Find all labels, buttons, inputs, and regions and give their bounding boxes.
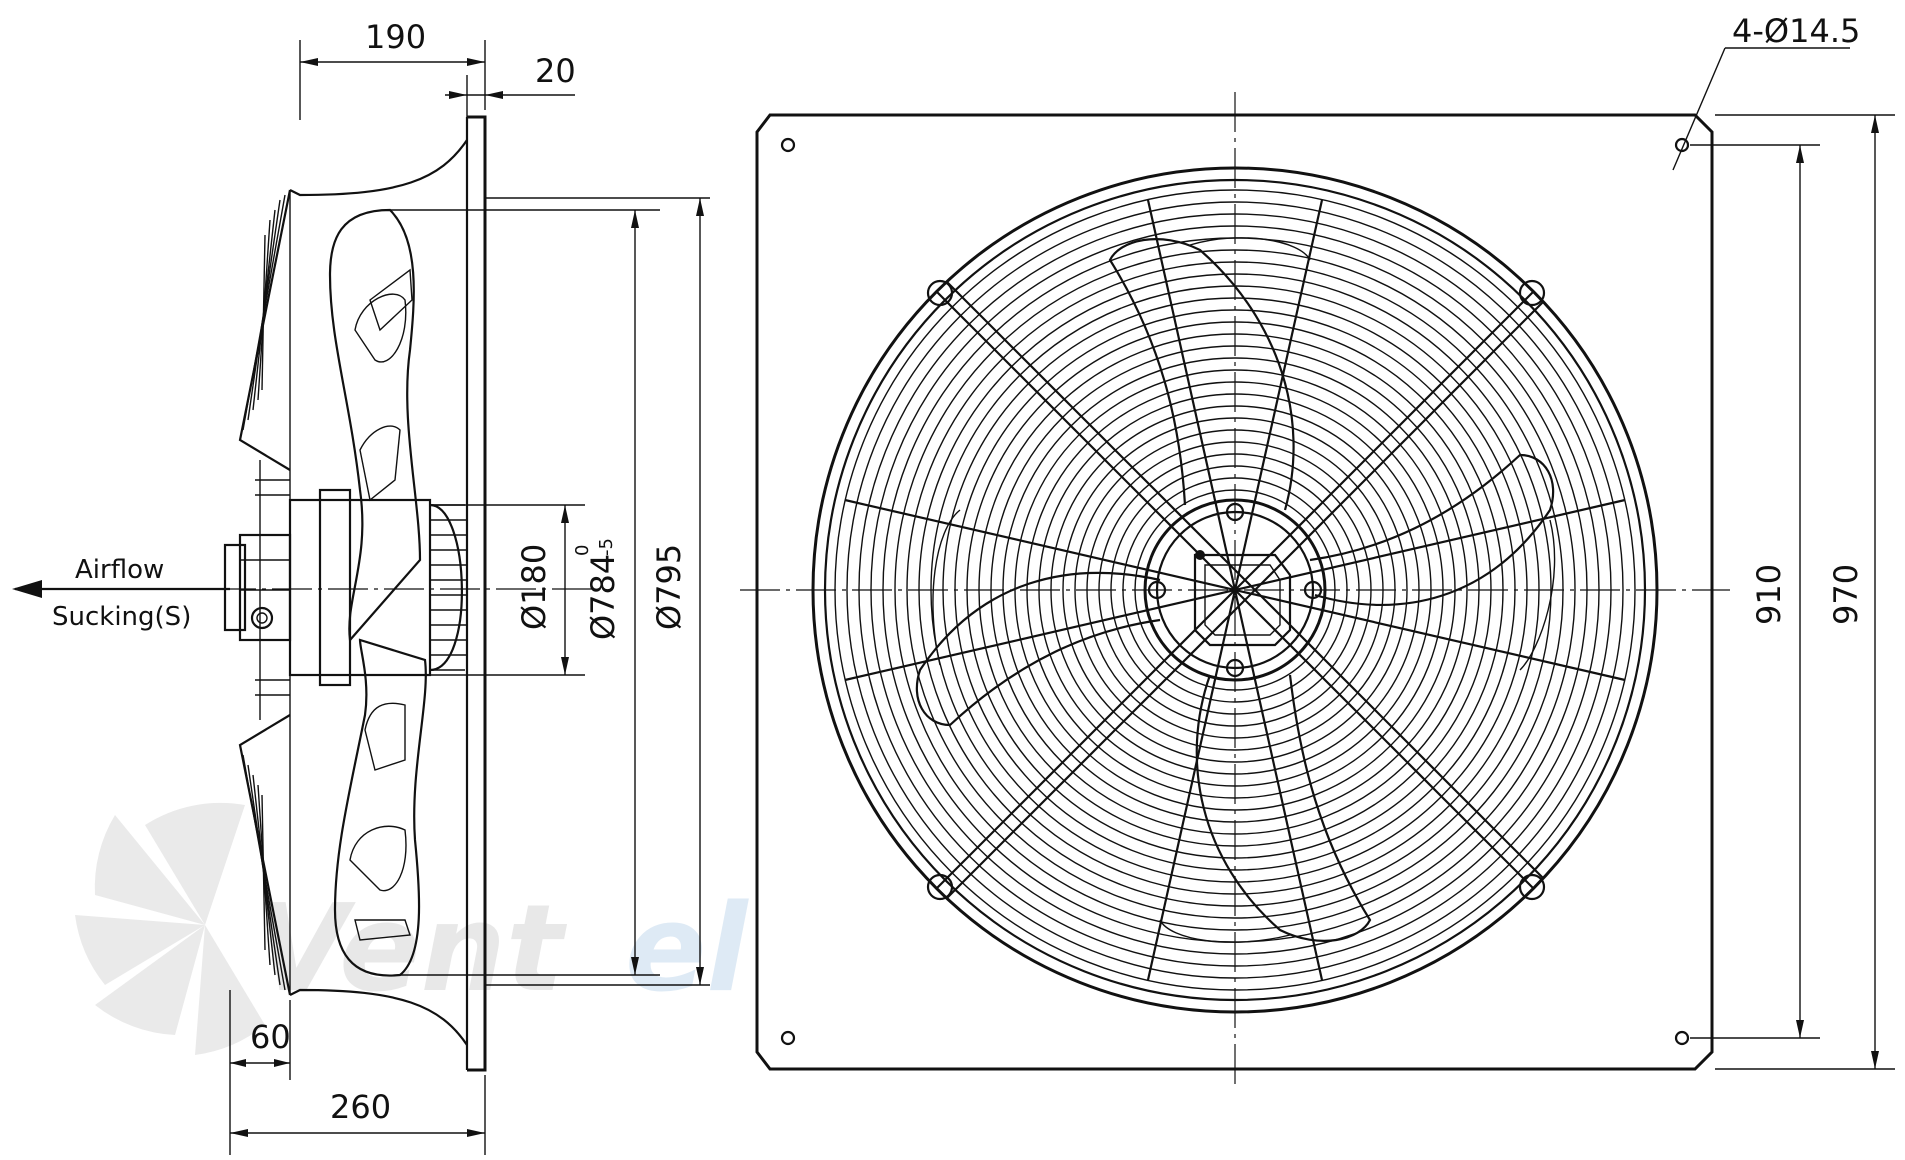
guard-ring [1026,381,1444,799]
guard-ring [1062,417,1408,763]
airflow-label: Airflow [75,555,164,585]
dim-holes: 4-Ø14.5 [1672,12,1860,171]
side-guard-top [238,189,292,471]
guard-ring [834,189,1636,991]
guard-ring [966,321,1504,859]
side-shaft-cap [223,533,292,642]
dim-784-text: Ø784 [584,554,622,640]
front-plate [755,113,1714,1071]
front-blades [915,237,1556,943]
guard-ring [1134,489,1336,691]
guard-ring [990,345,1480,835]
airflow-mode-label: Sucking(S) [52,602,191,632]
dim-795-text: Ø795 [650,544,688,630]
dim-20: 20 [445,52,576,117]
guard-ring [1098,453,1372,727]
dim-180-text: Ø180 [515,544,553,630]
dim-970: 970 [1715,114,1895,1070]
guard-ring [978,333,1492,847]
guard-ring [1122,477,1348,703]
mount-hole-br [1674,1030,1690,1046]
dim-180: Ø180 [430,504,585,676]
dim-910: 910 [1690,144,1820,1039]
side-flange [467,115,487,1072]
guard-ring [870,225,1600,955]
dim-holes-text: 4-Ø14.5 [1732,12,1860,50]
guard-ring [1038,393,1432,787]
guard-ring [954,309,1516,871]
watermark-fan-icon [75,802,265,1055]
side-blade-top [328,208,422,643]
guard-ring [1074,429,1396,751]
guard-ring [942,297,1528,883]
mount-hole-tr [1674,137,1690,153]
dim-795: Ø795 [485,197,710,986]
guard-ring [1050,405,1420,775]
guard-strut-ends [926,279,1546,901]
guard-ring [918,273,1552,907]
side-guard-bottom [238,714,292,996]
watermark-brand-part1: Vent [255,880,568,1019]
dim-260: 260 [229,990,486,1155]
dim-970-text: 970 [1827,564,1865,625]
mount-hole-tl [780,137,796,153]
fan-outer-ring [811,166,1659,1014]
guard-ring [1002,357,1468,823]
dim-910-text: 910 [1750,564,1788,625]
dim-260-text: 260 [330,1088,391,1126]
dim-20-text: 20 [535,52,576,90]
front-motor-hub [1143,498,1327,682]
dim-60: 60 [230,1000,291,1080]
guard-ring [1110,465,1360,715]
guard-ring [894,249,1576,931]
dim-60-text: 60 [250,1018,291,1056]
dim-190: 190 [299,18,486,120]
side-nozzle-top [289,139,468,197]
side-motor [288,488,468,687]
dim-190-text: 190 [365,18,426,56]
guard-struts [844,199,1626,981]
watermark-logo: Vent el [75,802,749,1055]
guard-ring [1086,441,1384,739]
side-nozzle-bottom [289,988,468,1046]
guard-ring [846,201,1624,979]
guard-ring [858,213,1612,967]
dim-784-tol-upper: 0 [572,545,593,556]
side-blade-bottom [333,638,427,977]
mount-hole-bl [780,1030,796,1046]
watermark-brand-part2: el [625,880,749,1019]
dim-784-tol-lower: -5 [596,538,617,556]
dim-784: Ø784 0 -5 [390,209,660,976]
side-view: Airflow Sucking(S) 190 20 260 [12,18,710,1155]
guard-ring [906,261,1564,919]
airflow-arrow-icon [12,580,230,598]
front-view: 4-Ø14.5 910 970 [740,12,1895,1090]
